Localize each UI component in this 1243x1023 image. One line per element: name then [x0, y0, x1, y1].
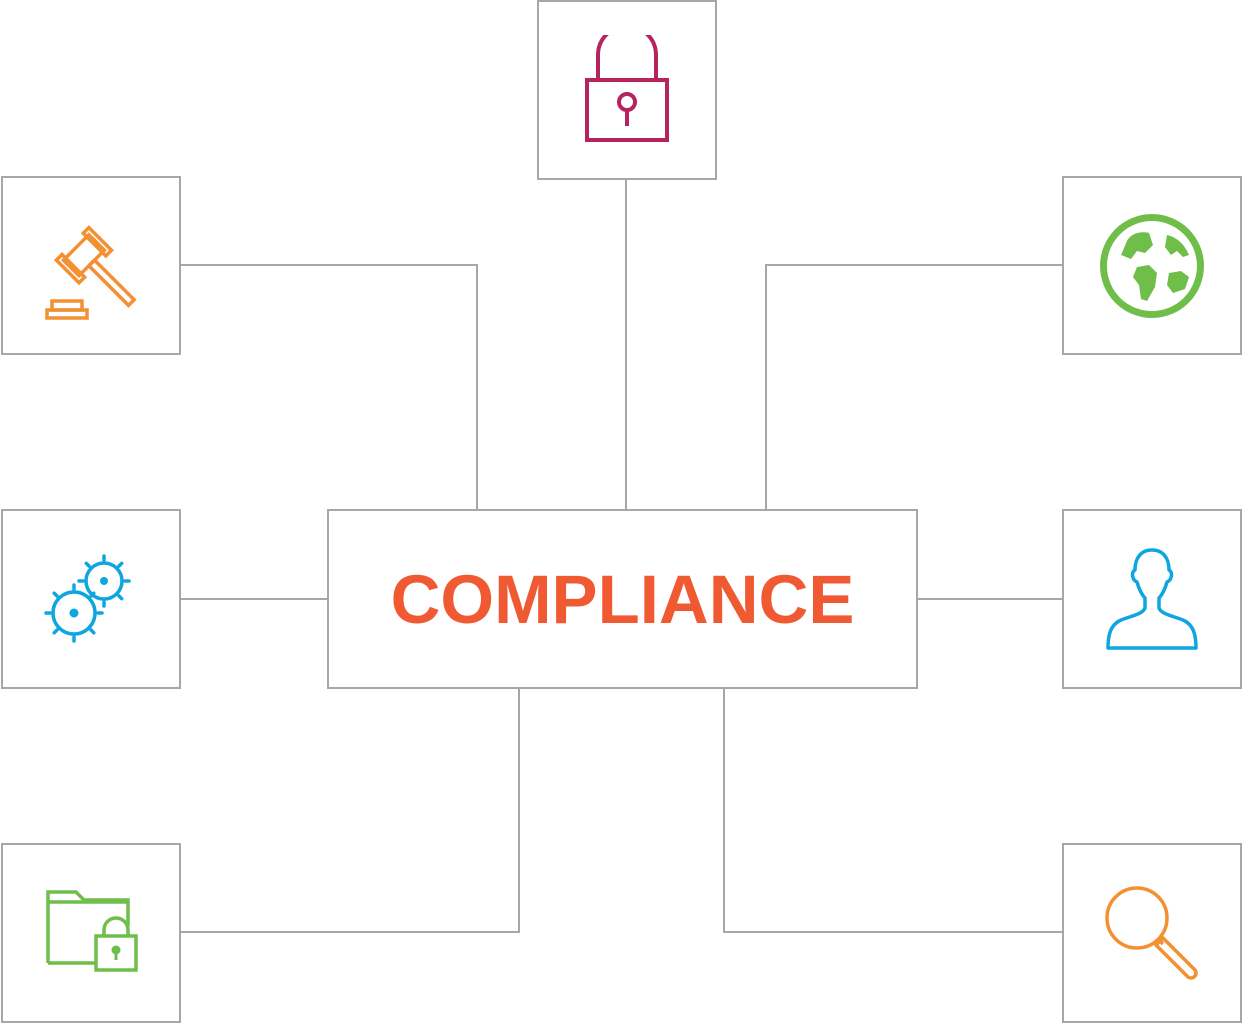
magnifying-glass-icon: [1105, 886, 1198, 980]
padlock-icon: [585, 35, 669, 142]
connector-gavel: [181, 264, 478, 509]
compliance-label: COMPLIANCE: [390, 560, 855, 638]
node-gavel: [1, 176, 181, 355]
node-user: [1062, 509, 1242, 689]
globe-icon: [1100, 213, 1204, 318]
user-profile-icon: [1106, 548, 1198, 650]
node-gears: [1, 509, 181, 689]
node-globe: [1062, 176, 1242, 355]
locked-folder-icon: [46, 890, 138, 972]
gavel-icon: [45, 224, 137, 320]
node-folder: [1, 843, 181, 1023]
node-search: [1062, 843, 1242, 1023]
connector-search: [723, 689, 1062, 933]
node-lock: [537, 0, 717, 180]
connector-globe: [765, 264, 1062, 509]
connector-folder: [181, 689, 520, 933]
compliance-box: COMPLIANCE: [327, 509, 918, 689]
gears-icon: [44, 554, 131, 643]
